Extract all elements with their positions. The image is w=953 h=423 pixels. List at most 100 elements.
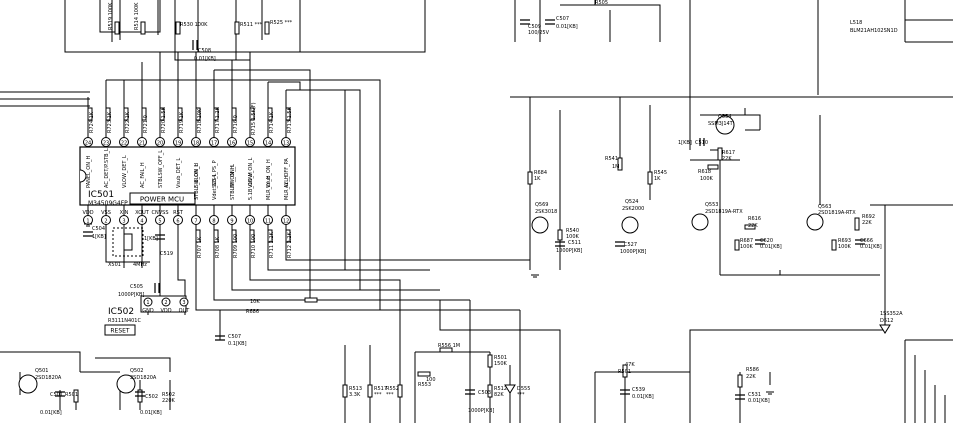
label-r505: R505: [595, 0, 608, 6]
pin-signal: AC_FAIL_H: [140, 162, 146, 188]
label-l518v: BLM21AH102SN1D: [850, 28, 898, 34]
label-r553: R553: [418, 382, 431, 388]
mcu-pin-18: 18F_BLON_L: [191, 137, 201, 188]
label-c518: 1[KB]: [144, 236, 158, 242]
label-r552v: ***: [386, 392, 394, 398]
pin-circle: [179, 297, 189, 307]
resistor-r501c: [622, 364, 628, 378]
label-r502: R502: [162, 392, 175, 398]
capacitor-c505: [154, 283, 160, 293]
label-r713: R713 1.5K: [287, 106, 293, 133]
label-r721: R721 0: [143, 115, 149, 133]
resistor-r530: [175, 21, 181, 35]
pin-signal: XIN: [120, 210, 129, 216]
pin-circle: [173, 215, 183, 225]
pin-circle: [245, 137, 255, 147]
pin-circle: [209, 215, 219, 225]
pin-number: 17: [211, 141, 217, 147]
label-r513v: 3.3K: [349, 392, 361, 398]
label-r530: R530 100K: [180, 22, 208, 28]
label-r712: R712 2.2K: [287, 231, 293, 258]
capacitor-c510: [699, 138, 705, 146]
label-r693v: 100K: [838, 244, 852, 250]
resistor-r552: [397, 384, 403, 398]
label-r556: R556 1M: [438, 343, 460, 349]
label-r718: R718 10K: [197, 108, 203, 133]
label-r501bv: 150K: [494, 361, 508, 367]
transistor-q502: [116, 374, 136, 394]
resistor-r721: [141, 107, 147, 121]
label-c508: C508: [198, 48, 211, 54]
crystal-x501: X501 4MHz: [108, 227, 147, 268]
pin-signal: PANEL_ON_H: [86, 156, 92, 188]
label-r514: R514 100K: [134, 2, 140, 30]
label-c509: C509: [528, 24, 541, 30]
label-c539: C539: [632, 387, 645, 393]
pin-number: 1: [146, 300, 149, 306]
resistor-r710: [249, 229, 255, 243]
label-q524: Q524: [625, 199, 638, 205]
label-r511: R511 ***: [240, 22, 263, 28]
pin-signal: VDD: [82, 210, 93, 216]
label-c504v: 1[KB]: [92, 234, 106, 240]
label-r715: R715 1.5K(F): [251, 102, 257, 135]
label-d512v: D512: [880, 318, 893, 324]
pin-number: 2: [164, 300, 167, 306]
label-r709: R709 100: [233, 234, 239, 258]
resistor-r716: [231, 107, 237, 121]
label-c507b: C507: [228, 334, 241, 340]
capacitor-c527: [615, 241, 625, 247]
resistor-r692: [854, 217, 860, 231]
resistor-r723: [105, 107, 111, 121]
reset-part: R3111N401C: [108, 318, 141, 324]
resistor-r512: [487, 384, 493, 398]
pin-signal: ALL_OFF_PA: [284, 158, 290, 188]
pin-number: 13: [283, 141, 289, 147]
reset-ref: IC502: [108, 307, 134, 317]
pin-signal: Vsub_DET_L: [176, 158, 182, 188]
crystal-freq: 4MHz: [133, 262, 147, 268]
label-r710: R710 100: [251, 234, 257, 258]
mcu-part: M34509G4FP: [88, 200, 128, 207]
pin-circle: [143, 297, 153, 307]
label-c501: C501: [50, 392, 63, 398]
label-r693: R693: [838, 238, 851, 244]
capacitor-c531: [735, 394, 745, 400]
resistor-r540: [557, 229, 563, 241]
label-c620: C620: [760, 238, 773, 244]
label-q553: Q553: [705, 202, 718, 208]
resistor-r525: [264, 21, 270, 35]
label-q554: Q554: [718, 114, 731, 120]
capacitor-c502: [135, 391, 145, 397]
pin-circle: [209, 137, 219, 147]
label-r541v: 1M: [612, 164, 620, 170]
label-r540: R540: [566, 228, 579, 234]
label-c666v: 0.01[KB]: [860, 244, 882, 250]
pin-circle: [173, 137, 183, 147]
label-c509v: 100/25V: [528, 30, 550, 36]
label-c507: C507: [556, 16, 569, 22]
label-r502v: 220K: [162, 398, 176, 404]
resistor-r719: [177, 107, 183, 121]
pin-signal: F_BLON_L: [194, 163, 200, 188]
pin-circle: [281, 137, 291, 147]
label-q563v: 2SD1819A-RTX: [818, 210, 856, 216]
pin-number: 3: [182, 300, 185, 306]
capacitor-c666: [855, 239, 865, 245]
pin-number: 14: [265, 141, 271, 147]
label-r686: R686: [246, 309, 259, 315]
pin-signal: VSS: [101, 210, 111, 216]
pin-circle: [155, 215, 165, 225]
label-r687: R687: [740, 238, 753, 244]
diode-d512: [879, 324, 891, 334]
label-r517: R517: [374, 386, 387, 392]
